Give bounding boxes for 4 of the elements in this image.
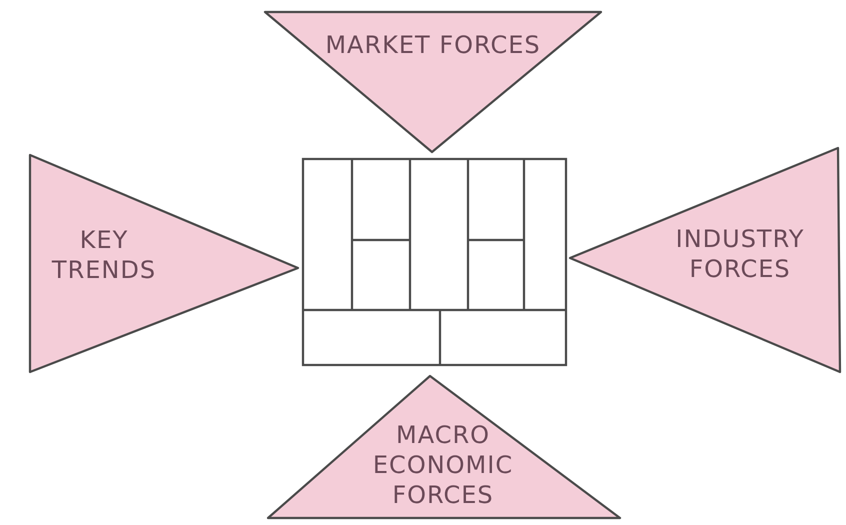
force-label: MACRO ECONOMIC FORCES xyxy=(372,420,514,510)
force-label: KEY TRENDS xyxy=(50,225,158,285)
force-label: MARKET FORCES xyxy=(325,30,541,60)
force-label: INDUSTRY FORCES xyxy=(674,224,806,284)
